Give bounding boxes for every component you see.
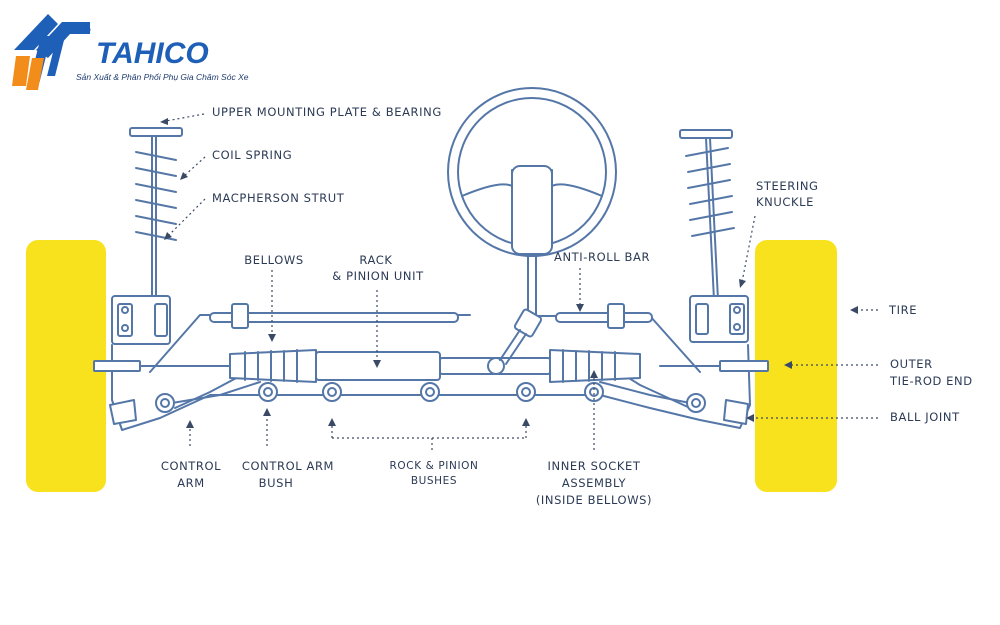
label-macpherson-strut: MACPHERSON STRUT <box>212 191 345 205</box>
label-inner-socket-line2: ASSEMBLY <box>562 476 627 490</box>
label-coil-spring: COIL SPRING <box>212 148 292 162</box>
label-inner-socket-line3: (INSIDE BELLOWS) <box>536 493 652 507</box>
leader-lines <box>160 113 878 452</box>
logo-mark <box>12 14 90 90</box>
steering-wheel <box>447 87 617 257</box>
label-steering-knuckle-line1: STEERING <box>756 179 819 193</box>
label-upper-mounting-plate: UPPER MOUNTING PLATE & BEARING <box>212 105 442 119</box>
label-inner-socket-line1: INNER SOCKET <box>548 459 641 473</box>
tie-rods <box>93 360 769 372</box>
label-outer-tie-rod-line1: OUTER <box>890 357 933 371</box>
rack-and-pinion-unit <box>229 349 641 383</box>
label-anti-roll-bar: ANTI-ROLL BAR <box>554 250 650 264</box>
label-rock-pinion-bushes-line1: ROCK & PINION <box>390 460 479 472</box>
left-coil-spring <box>135 151 177 241</box>
label-rock-pinion-bushes-line2: BUSHES <box>411 475 457 487</box>
label-outer-tie-rod-line2: TIE-ROD END <box>889 374 973 388</box>
right-macpherson-strut <box>679 129 749 343</box>
left-macpherson-strut <box>111 127 183 345</box>
left-bellows <box>229 349 317 383</box>
brand-tagline: Sản Xuất & Phân Phối Phụ Gia Chăm Sóc Xe <box>76 72 249 82</box>
label-control-arm-line1: CONTROL <box>161 459 221 473</box>
label-control-arm-line2: ARM <box>177 476 205 490</box>
tahico-logo: TAHICO ® Sản Xuất & Phân Phối Phụ Gia Ch… <box>12 14 249 90</box>
label-control-arm-bush-line1: CONTROL ARM <box>242 459 334 473</box>
brand-name: TAHICO <box>96 37 209 70</box>
ball-joints <box>109 399 749 425</box>
label-bellows: BELLOWS <box>244 253 303 267</box>
label-rack-line2: & PINION UNIT <box>332 269 424 283</box>
label-ball-joint: BALL JOINT <box>890 410 960 424</box>
right-coil-spring <box>685 147 735 237</box>
right-tire <box>755 240 837 492</box>
registered-mark: ® <box>84 25 91 35</box>
steering-column <box>499 253 543 365</box>
right-bellows <box>549 349 641 383</box>
label-rack-line1: RACK <box>359 253 392 267</box>
label-steering-knuckle-line2: KNUCKLE <box>756 195 814 209</box>
label-control-arm-bush-line2: BUSH <box>259 476 294 490</box>
bushes <box>155 382 706 413</box>
label-tire: TIRE <box>888 303 917 317</box>
left-tire <box>26 240 106 492</box>
anti-roll-bar <box>209 303 653 329</box>
